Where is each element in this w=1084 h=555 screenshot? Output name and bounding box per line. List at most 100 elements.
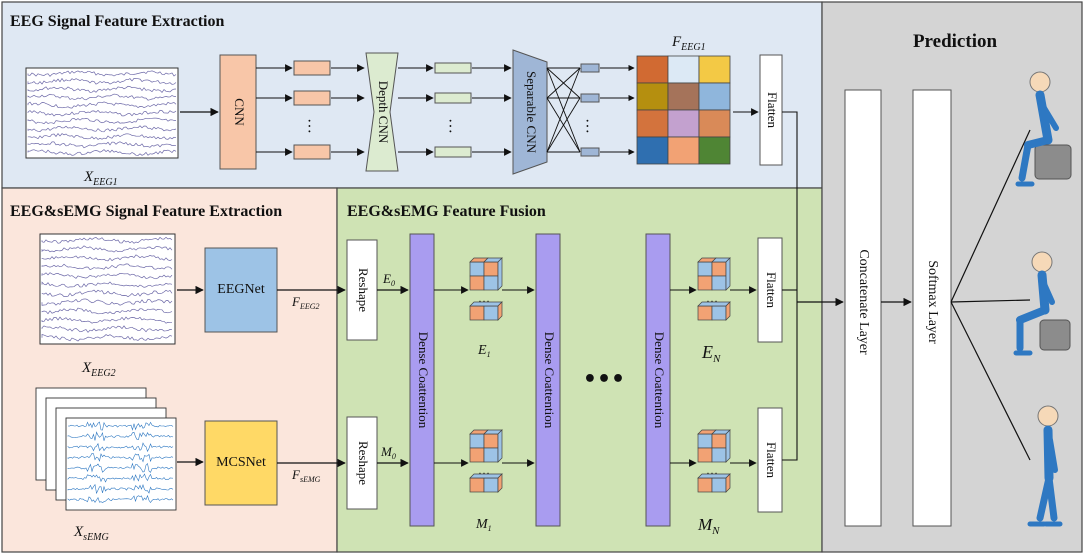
flatten-middle-label: Flatten	[764, 272, 779, 309]
semg-signal-stack	[35, 387, 177, 511]
svg-text:…: …	[478, 463, 490, 477]
signal-trace	[41, 325, 173, 333]
signal-trace	[41, 245, 173, 253]
signal-trace	[27, 70, 177, 77]
signal-trace	[41, 263, 173, 271]
f-eeg1-feature-map	[636, 55, 731, 165]
separable-feature-3	[580, 147, 600, 157]
prediction-fan-lines	[950, 129, 1031, 461]
signal-trace	[41, 281, 173, 288]
signal-trace	[27, 93, 176, 101]
en-label: EN	[701, 342, 721, 365]
flatten-bottom-label: Flatten	[764, 442, 779, 479]
separable-feature-2	[580, 93, 600, 103]
signal-trace	[27, 85, 177, 93]
depth-cnn-label: Depth CNN	[376, 81, 391, 144]
eeg2-signal-plot	[39, 233, 176, 345]
signal-trace	[27, 141, 177, 149]
section-title-eeg-signal: EEG Signal Feature Extraction	[10, 13, 224, 30]
feature-map-cell	[636, 82, 669, 111]
section-title-fusion: EEG&sEMG Feature Fusion	[347, 203, 546, 220]
en-cube-stack: …	[697, 257, 731, 321]
cnn-feature-2	[293, 90, 331, 106]
signal-trace	[41, 298, 173, 306]
feature-map-cell	[667, 109, 700, 138]
section-title-prediction: Prediction	[913, 31, 998, 52]
separable-cnn-label: Separable CNN	[524, 71, 539, 154]
signal-trace	[27, 77, 177, 85]
feature-map-cell	[667, 136, 700, 165]
feature-map-cell	[636, 55, 669, 84]
cnn-label: CNN	[232, 98, 247, 126]
e0-label: E0	[382, 271, 395, 288]
signal-trace	[41, 236, 173, 244]
dense-coattention-n-label: Dense Coattention	[652, 332, 667, 429]
eegnet-block	[204, 247, 278, 333]
eeg1-signal-plot	[25, 67, 179, 159]
semg-panel	[65, 417, 177, 511]
depth-feature-2	[434, 92, 472, 104]
cnn-feature-1	[293, 60, 331, 76]
cnn-branch-dots: …	[304, 118, 321, 134]
fusion-ellipsis: •••	[583, 367, 625, 392]
mn-cube-stack: …	[697, 429, 731, 493]
separable-cross-links	[546, 64, 635, 156]
m1-cube-stack: …	[469, 429, 503, 493]
sitting-figure	[1015, 71, 1072, 187]
cnn-feature-3	[293, 144, 331, 160]
concatenate-label: Concatenate Layer	[856, 249, 871, 355]
cnn-block	[219, 54, 257, 170]
feature-map-cell	[636, 136, 669, 165]
reshape-top-block	[346, 239, 378, 341]
svg-text:…: …	[478, 291, 490, 305]
section-title-eeg-semg-signal: EEG&sEMG Signal Feature Extraction	[10, 203, 282, 220]
feature-map-cell	[698, 55, 731, 84]
e1-cube-stack: …	[469, 257, 503, 321]
separable-cnn-block	[512, 49, 548, 175]
reshape-bottom-block	[346, 416, 378, 510]
cnn-branches	[256, 64, 365, 156]
flatten-top-label: Flatten	[765, 92, 780, 129]
signal-trace	[41, 316, 172, 324]
dense-coattention-1-label: Dense Coattention	[416, 332, 431, 429]
depth-branch-dots: …	[445, 118, 462, 134]
mcsnet-block	[204, 420, 278, 506]
feature-map-cell	[698, 109, 731, 138]
f-eeg2-label: FEEG2	[291, 294, 320, 311]
mn-label: MN	[697, 515, 720, 537]
depth-branches	[398, 64, 512, 156]
softmax-layer	[912, 89, 952, 527]
x-semg-label: XsEMG	[73, 524, 109, 543]
signal-trace	[27, 109, 177, 117]
e1-label: E1	[477, 343, 491, 359]
m0-label: M0	[380, 444, 396, 461]
x-eeg2-label: XEEG2	[81, 360, 116, 379]
signal-trace	[41, 289, 173, 298]
dense-coattention-n	[645, 233, 671, 527]
depth-cnn-block	[365, 52, 399, 172]
feature-map-cell	[667, 82, 700, 111]
signal-trace	[27, 149, 177, 156]
dense-coattention-2-label: Dense Coattention	[542, 332, 557, 429]
signal-trace	[41, 254, 173, 262]
signal-trace	[41, 272, 173, 280]
concatenate-layer	[844, 89, 882, 527]
signal-trace	[27, 117, 176, 125]
signal-trace	[41, 334, 173, 342]
separable-feature-1	[580, 63, 600, 73]
eegnet-label: EEGNet	[217, 282, 265, 297]
svg-text:…: …	[706, 463, 718, 477]
dense-coattention-1	[409, 233, 435, 527]
depth-feature-1	[434, 62, 472, 74]
reshape-bottom-label: Reshape	[356, 441, 371, 485]
softmax-label: Softmax Layer	[925, 260, 940, 344]
depth-feature-3	[434, 146, 472, 158]
svg-text:…: …	[706, 291, 718, 305]
signal-trace	[27, 101, 177, 109]
m1-label: M1	[475, 517, 492, 533]
signal-trace	[41, 307, 173, 315]
flatten-top-block	[759, 54, 783, 166]
standing-figure	[1027, 405, 1063, 527]
f-semg-label: FsEMG	[291, 467, 321, 484]
